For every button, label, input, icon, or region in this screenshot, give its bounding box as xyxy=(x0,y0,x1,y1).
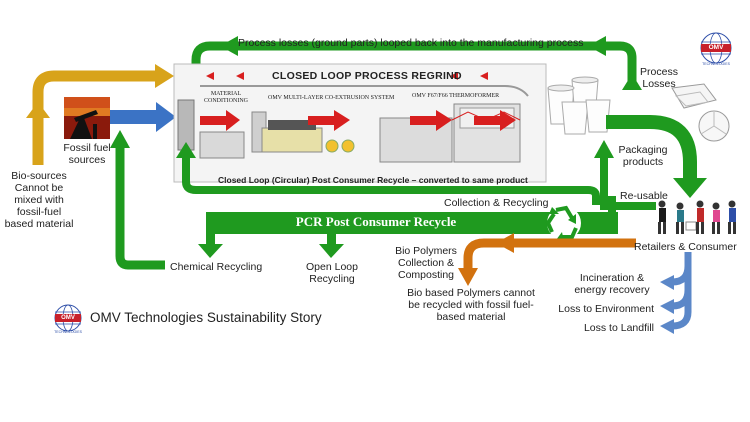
footer-title: OMV Technologies Sustainability Story xyxy=(90,310,322,325)
closed-loop-regrind-label: CLOSED LOOP PROCESS REGRIND xyxy=(272,70,462,82)
retailers-consumer-label: Retailers & Consumer xyxy=(634,241,737,253)
collection-recycling-label: Collection & Recycling xyxy=(444,197,549,209)
regrind-arrow-right xyxy=(450,72,488,80)
omv-logo-bottom-text: OMV xyxy=(61,315,75,321)
person-4 xyxy=(712,202,720,234)
closed-loop-pcr-arrow xyxy=(176,142,600,205)
loss-arrows xyxy=(660,252,692,334)
bio-polymers-label: Bio Polymers Collection & Composting xyxy=(395,245,457,281)
omv-logo-top-subtext: TECHNOLOGIES xyxy=(702,62,730,66)
plastic-cups xyxy=(547,76,611,135)
fossil-fuel-label: Fossil fuel sources xyxy=(63,142,111,166)
regrind-arrow-left xyxy=(206,72,244,80)
bio-based-note-label: Bio based Polymers cannot be recycled wi… xyxy=(407,287,535,323)
person-2 xyxy=(676,202,697,234)
process-flow-arrows xyxy=(200,72,516,131)
bio-sources-arrow xyxy=(26,64,174,165)
flow-arrow-4 xyxy=(474,110,516,131)
retailers-consumer-image xyxy=(658,200,736,234)
person-1 xyxy=(658,200,666,234)
person-3 xyxy=(696,200,704,234)
pcr-closed-loop-label: Closed Loop (Circular) Post Consumer Rec… xyxy=(218,175,528,185)
reusable-label: Re-usable xyxy=(620,190,668,202)
material-conditioning-label: MATERIAL CONDITIONING xyxy=(204,91,248,104)
pcr-banner-label: PCR Post Consumer Recycle xyxy=(295,214,457,229)
packaging-products-arrow xyxy=(606,115,707,198)
chemical-recycling-arrow xyxy=(110,130,165,270)
chemical-recycling-label: Chemical Recycling xyxy=(170,261,263,273)
bio-sources-label: Bio-sources Cannot be mixed with fossil-… xyxy=(4,170,74,230)
flow-arrow-3 xyxy=(410,110,452,131)
flow-arrow-2 xyxy=(308,110,350,131)
packaging-products-label: Packaging products xyxy=(618,144,668,168)
recycle-icon xyxy=(545,205,581,242)
pcr-banner-shape xyxy=(198,196,618,258)
bio-polymers-arrow xyxy=(458,233,636,286)
thermoformer-label: OMV F67/F66 THERMOFORMER xyxy=(412,93,500,99)
process-losses-label: Process Losses xyxy=(640,66,678,90)
fossil-fuel-image xyxy=(64,97,110,139)
fossil-fuel-arrow xyxy=(110,102,176,132)
omv-logo-bottom xyxy=(54,304,82,332)
loss-landfill-label: Loss to Landfill xyxy=(583,322,654,334)
incineration-label: Incineration & energy recovery xyxy=(574,272,650,296)
packaging-items xyxy=(671,83,730,142)
omv-logo-top xyxy=(700,32,732,64)
person-5 xyxy=(728,200,736,234)
reusable-arrow xyxy=(594,140,656,210)
omv-logo-bottom-subtext: TECHNOLOGIES xyxy=(54,330,82,334)
flow-arrow-1 xyxy=(200,110,240,131)
open-loop-recycling-label: Open Loop Recycling xyxy=(306,261,358,285)
loss-environment-label: Loss to Environment xyxy=(558,303,654,315)
process-losses-loop-label: Process losses (ground parts) looped bac… xyxy=(238,37,584,49)
omv-logo-top-text: OMV xyxy=(708,44,724,51)
coextrusion-label: OMV MULTI-LAYER CO-EXTRUSION SYSTEM xyxy=(268,95,395,101)
